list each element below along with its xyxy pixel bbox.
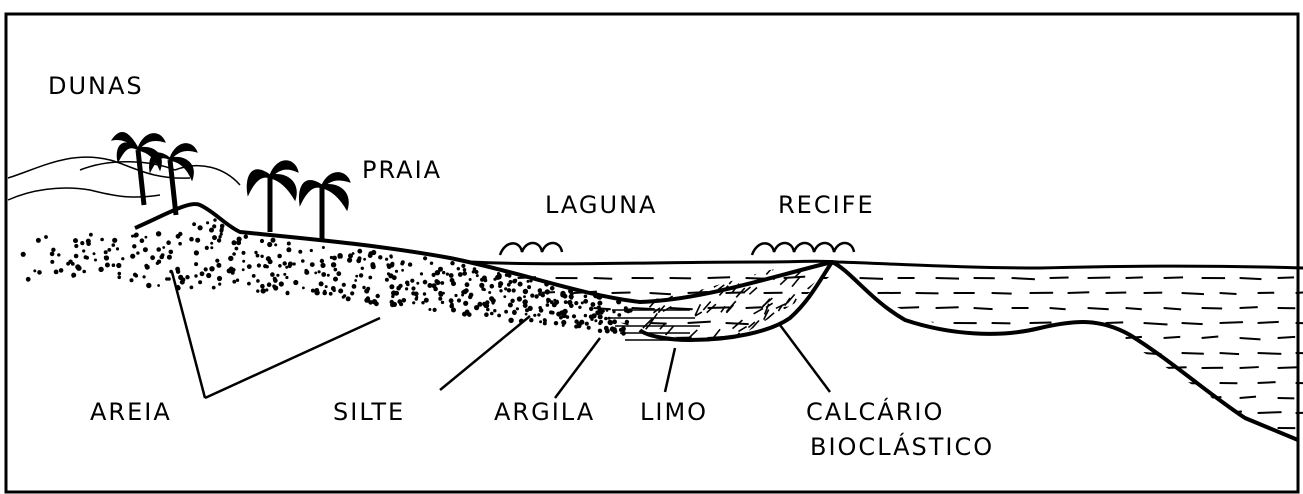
label-laguna: LAGUNA [545, 191, 657, 219]
label-bioclastico: BIOCLÁSTICO [810, 432, 994, 461]
label-praia: PRAIA [362, 156, 442, 184]
label-dunas: DUNAS [48, 72, 144, 100]
label-calcario: CALCÁRIO [806, 397, 944, 426]
label-limo: LIMO [640, 398, 708, 426]
label-areia: AREIA [90, 398, 172, 426]
label-recife: RECIFE [778, 191, 875, 219]
label-silte: SILTE [333, 398, 405, 426]
label-argila: ARGILA [494, 398, 595, 426]
